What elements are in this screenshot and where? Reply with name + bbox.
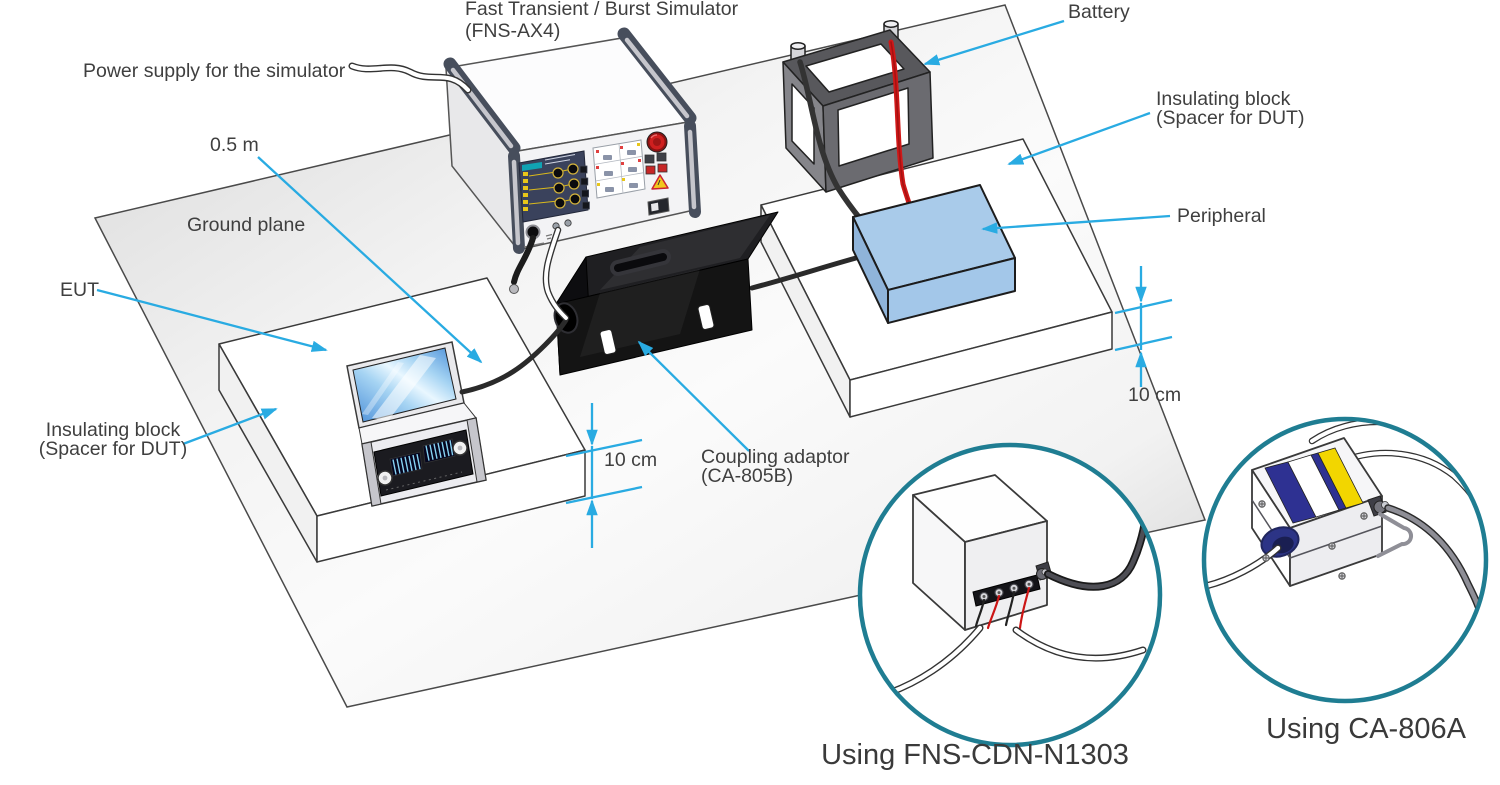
cdn-terminals bbox=[979, 579, 1034, 602]
eut-display-bars bbox=[392, 440, 454, 475]
warning-triangle-icon bbox=[651, 174, 669, 190]
dimension-right bbox=[1114, 266, 1173, 387]
harness-eut-adaptor bbox=[459, 317, 569, 395]
arrow-cable-length bbox=[257, 156, 483, 364]
adaptor-handle bbox=[610, 249, 671, 276]
cdn-pigtail-wires bbox=[974, 586, 1031, 630]
arrow-peripheral bbox=[981, 214, 1171, 234]
label-height-right: 10 cm bbox=[1128, 384, 1181, 406]
label-peripheral: Peripheral bbox=[1177, 205, 1266, 227]
arrow-battery bbox=[923, 19, 1065, 66]
inset-fns-cdn bbox=[857, 442, 1163, 748]
noiseken-logo bbox=[522, 162, 542, 171]
label-device-title-2: (FNS-AX4) bbox=[465, 20, 560, 42]
coupling-adaptor bbox=[553, 211, 779, 376]
label-insulating-right-2: (Spacer for DUT) bbox=[1156, 107, 1304, 129]
emergency-stop-button bbox=[646, 131, 668, 153]
label-insulating-left-1: Insulating block bbox=[46, 419, 181, 441]
label-power-supply: Power supply for the simulator bbox=[83, 60, 346, 82]
dimension-markers bbox=[565, 266, 1173, 548]
eut-device bbox=[346, 341, 487, 507]
label-cable-length: 0.5 m bbox=[210, 134, 259, 156]
arrow-insulating-right bbox=[1007, 111, 1151, 166]
adaptor-slot-left bbox=[599, 329, 617, 355]
inset-ca806a bbox=[1201, 416, 1489, 704]
power-supply-cable bbox=[348, 62, 472, 94]
coax-connector-tip bbox=[509, 284, 519, 294]
cdn-terminal-strip bbox=[972, 574, 1041, 607]
label-insulating-left-2: (Spacer for DUT) bbox=[39, 438, 187, 460]
ca806a-clamp-lever bbox=[1376, 512, 1414, 558]
power-switch bbox=[647, 197, 670, 216]
caption-inset-cdn: Using FNS-CDN-N1303 bbox=[821, 739, 1129, 771]
label-coupling-1: Coupling adaptor bbox=[701, 446, 850, 468]
peripheral-device bbox=[852, 184, 1016, 324]
panel-buttons-column bbox=[579, 165, 590, 210]
ca806a-through-cable-bottom bbox=[1206, 544, 1282, 590]
ca806a-screws bbox=[1258, 500, 1368, 580]
ca806a-top-label bbox=[1264, 447, 1364, 524]
harness-adaptor-peripheral bbox=[749, 255, 859, 291]
arrow-coupling-adaptor bbox=[637, 340, 750, 452]
panel-small-buttons bbox=[644, 152, 668, 175]
battery bbox=[782, 20, 934, 193]
label-height-left: 10 cm bbox=[604, 449, 657, 471]
arrow-eut bbox=[96, 288, 328, 352]
arrow-insulating-left bbox=[182, 407, 278, 446]
caption-inset-ca806a: Using CA-806A bbox=[1266, 713, 1467, 745]
label-device-title-1: Fast Transient / Burst Simulator bbox=[465, 0, 739, 20]
label-insulating-right-1: Insulating block bbox=[1156, 88, 1291, 110]
simulator-cables bbox=[509, 226, 570, 322]
label-battery: Battery bbox=[1068, 1, 1130, 23]
callout-arrows bbox=[96, 19, 1171, 452]
label-eut: EUT bbox=[60, 279, 99, 301]
labels: Fast Transient / Burst Simulator (FNS-AX… bbox=[39, 0, 1305, 487]
ca806a-coax-cable bbox=[1384, 504, 1482, 610]
output-connectors bbox=[552, 163, 581, 209]
cdn-cable-right bbox=[1012, 626, 1147, 662]
dimension-left bbox=[565, 403, 643, 548]
label-ground-plane: Ground plane bbox=[187, 214, 305, 236]
fns-ax4-simulator bbox=[443, 27, 701, 254]
adaptor-slot-right bbox=[697, 304, 715, 330]
ca806a-bnc-connector bbox=[1367, 495, 1389, 517]
panel-yellow-keys bbox=[523, 172, 528, 211]
panel-icon-marks bbox=[596, 143, 641, 192]
corner-handle-bars bbox=[443, 27, 701, 254]
label-coupling-2: (CA-805B) bbox=[701, 465, 793, 487]
